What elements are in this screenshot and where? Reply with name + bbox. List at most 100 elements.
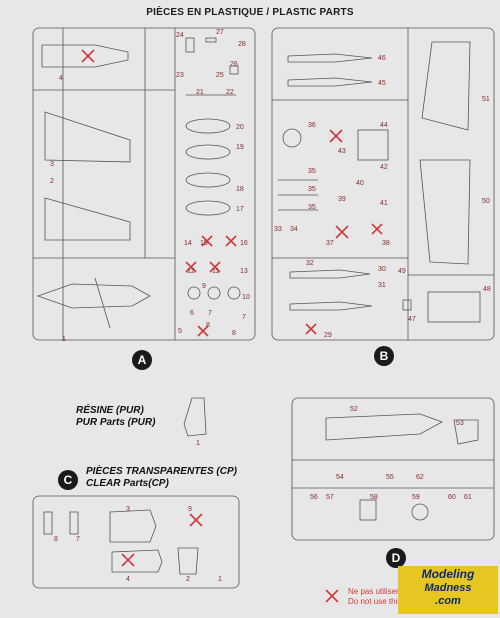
part-label: 18 [236, 186, 244, 193]
logo-line-2: Madness [424, 582, 472, 594]
part-label: 46 [378, 55, 386, 62]
part-pylon-45 [287, 77, 373, 87]
clear-title-fr: PIÈCES TRANSPARENTES (CP) [86, 466, 237, 477]
part-label: 8 [232, 330, 236, 337]
part-label: 20 [236, 124, 244, 131]
part-53 [453, 419, 479, 445]
part-label: 7 [208, 310, 212, 317]
part-wing-upper [44, 111, 131, 163]
part-label: 2 [50, 178, 54, 185]
cross-icon [305, 323, 317, 335]
part-8c [43, 511, 53, 535]
part-label: 28 [238, 41, 246, 48]
part-wheel-9 [187, 286, 201, 300]
part-canopy-4 [111, 549, 163, 573]
part-label: 60 [448, 494, 456, 501]
part-2 [177, 547, 199, 575]
sprue-c-badge: C [58, 470, 78, 490]
part-tank-20 [185, 118, 231, 134]
cross-icon [189, 513, 203, 527]
logo-line-1: Modeling [421, 567, 475, 581]
part-label: 12 [187, 268, 195, 275]
part-wing-lower [44, 197, 131, 241]
part-label: 21 [196, 89, 204, 96]
sprue-a-badge: A [132, 350, 152, 370]
part-label: 9 [188, 506, 192, 513]
part-pylon-31 [289, 301, 373, 311]
part-label: 13 [240, 268, 248, 275]
legend-fr: Ne pas utiliser [348, 587, 399, 596]
cross-icon [209, 261, 221, 273]
resin-title-fr: RÉSINE (PUR) [76, 405, 144, 416]
cross-icon [201, 235, 213, 247]
part-label: 38 [382, 240, 390, 247]
part-label: 39 [338, 196, 346, 203]
part-26 [229, 65, 239, 75]
part-label: 35 [308, 168, 316, 175]
part-label: 35 [308, 204, 316, 211]
part-label: 23 [176, 72, 184, 79]
page-title: PIÈCES EN PLASTIQUE / PLASTIC PARTS [146, 7, 354, 18]
sprue-b-badge: B [374, 346, 394, 366]
part-label: 54 [336, 474, 344, 481]
part-48 [427, 291, 481, 323]
part-label: 19 [236, 144, 244, 151]
cross-icon [81, 49, 95, 63]
part-label: 7 [76, 536, 80, 543]
part-label: 44 [380, 122, 388, 129]
sprue-a-frame [32, 27, 256, 341]
part-label: 32 [306, 260, 314, 267]
part-label: 45 [378, 80, 386, 87]
part-label: 11 [212, 268, 220, 275]
cross-icon [197, 325, 209, 337]
part-resin-seat [183, 397, 207, 437]
part-58 [359, 499, 377, 521]
part-47 [402, 299, 412, 311]
part-wheel-10 [227, 286, 241, 300]
part-label: 16 [240, 240, 248, 247]
clear-title-en: CLEAR Parts(CP) [86, 478, 169, 489]
part-label: 14 [184, 240, 192, 247]
part-label: 47 [408, 316, 416, 323]
legend-en: Do not use this part [348, 597, 418, 606]
resin-title-en: PUR Parts (PUR) [76, 417, 156, 428]
part-pylon-30 [289, 269, 371, 279]
part-label: 57 [326, 494, 334, 501]
part-label: 15 [200, 240, 208, 247]
cross-icon [325, 589, 339, 603]
part-label: 6 [190, 310, 194, 317]
sprue-d-badge: D [386, 548, 406, 568]
part-label: 25 [216, 72, 224, 79]
part-label: 43 [338, 148, 346, 155]
part-tank-18 [185, 172, 231, 188]
cross-icon [371, 223, 383, 235]
part-label: 31 [378, 282, 386, 289]
cross-icon [225, 235, 237, 247]
cross-icon [329, 129, 343, 143]
part-label: 55 [386, 474, 394, 481]
sprue-b-frame [271, 27, 495, 341]
part-tank-17 [185, 200, 231, 216]
part-label: 58 [370, 494, 378, 501]
part-label: 53 [456, 420, 464, 427]
part-label: 1 [196, 440, 200, 447]
part-59 [411, 503, 429, 521]
part-label: 26 [230, 61, 238, 68]
part-cockpit-52 [325, 413, 443, 441]
part-label: 22 [226, 89, 234, 96]
part-label: 49 [398, 268, 406, 275]
cross-icon [335, 225, 349, 239]
part-fin-50 [419, 159, 471, 265]
part-fuselage-bottom [36, 283, 151, 309]
part-label: 34 [290, 226, 298, 233]
part-label: 24 [176, 32, 184, 39]
part-label: 9 [202, 283, 206, 290]
part-label: 59 [412, 494, 420, 501]
cross-icon [185, 261, 197, 273]
part-label: 33 [274, 226, 282, 233]
part-label: 7 [242, 314, 246, 321]
part-44 [357, 129, 389, 161]
part-label: 10 [242, 294, 250, 301]
part-label: 62 [416, 474, 424, 481]
